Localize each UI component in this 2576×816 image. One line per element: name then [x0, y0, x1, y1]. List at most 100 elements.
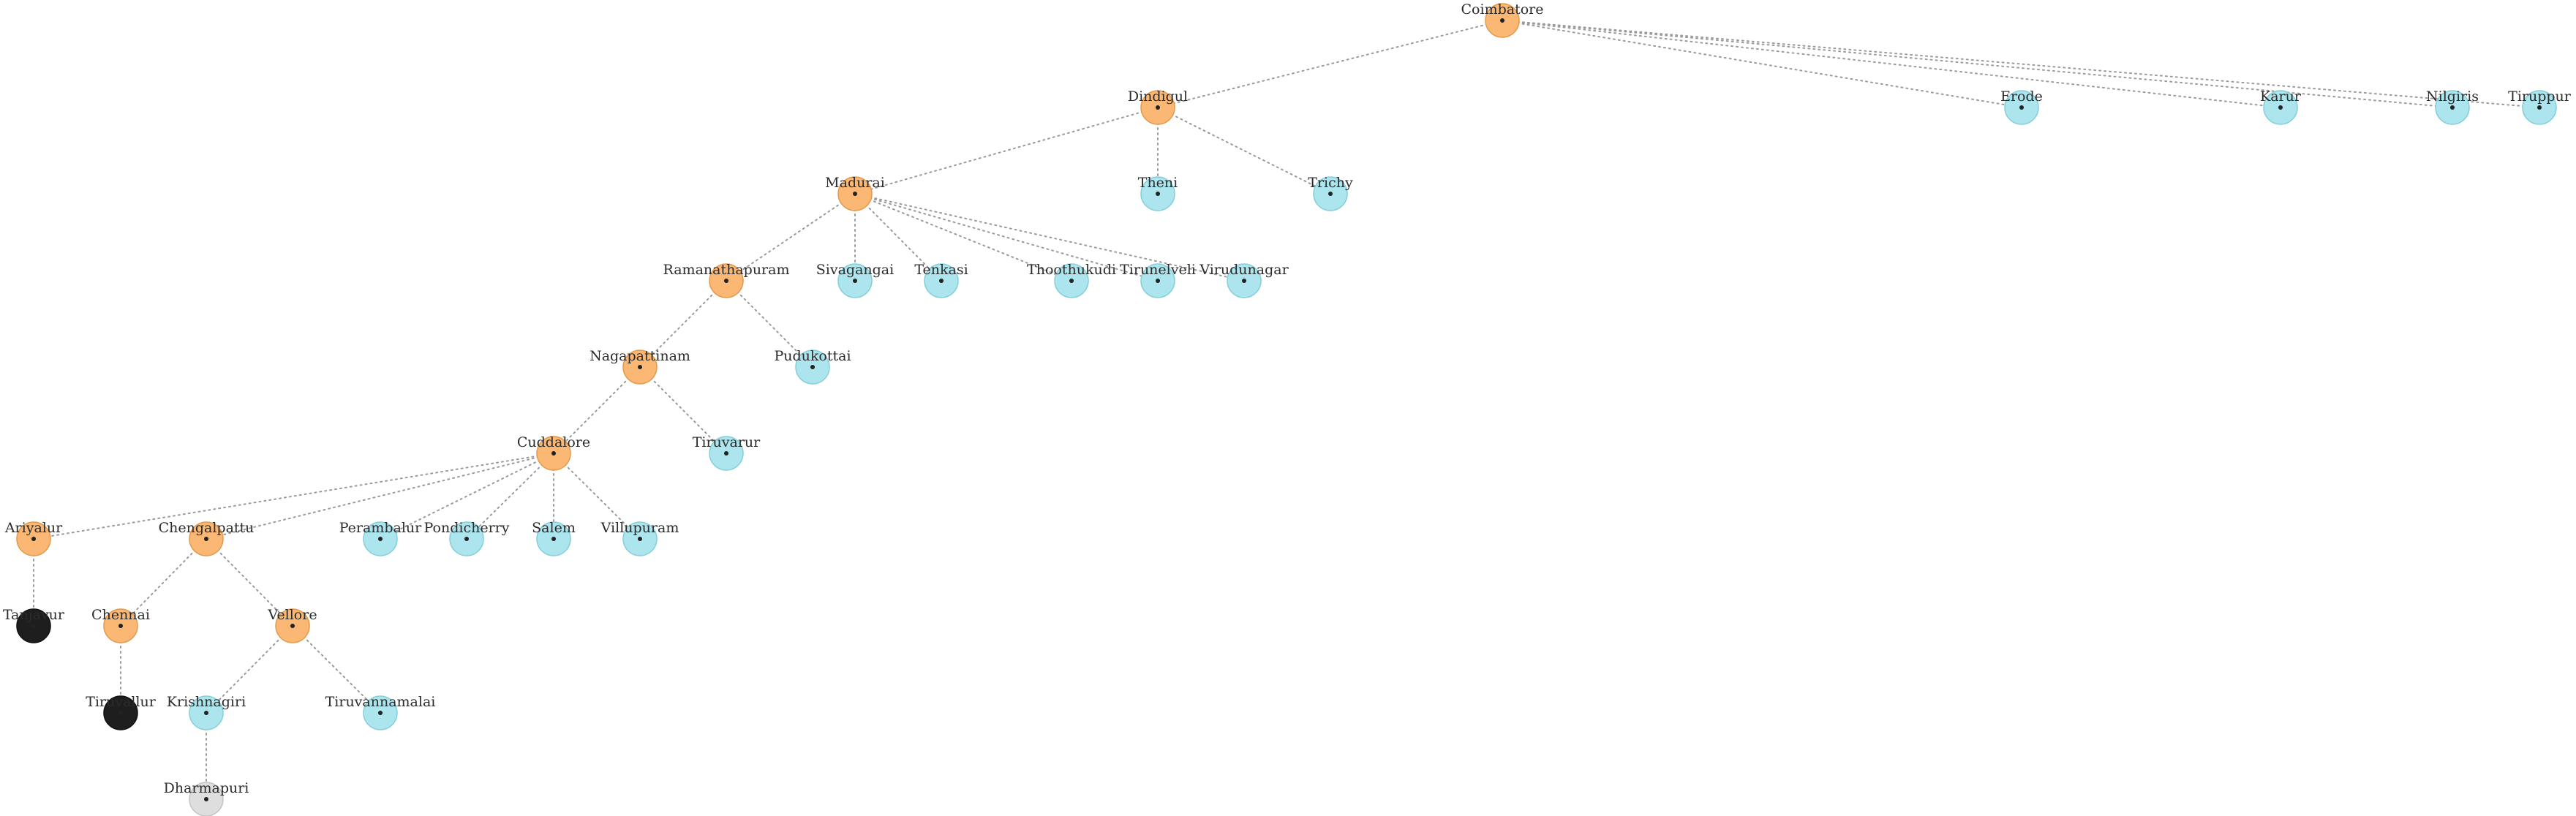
- edge-vellore-krishnagiri: [206, 625, 293, 714]
- node-virudunagar: Virudunagar: [1199, 262, 1289, 298]
- node-label-virudunagar: Virudunagar: [1199, 262, 1289, 278]
- node-tenkasi: Tenkasi: [914, 262, 968, 298]
- node-label-theni: Theni: [1138, 175, 1178, 191]
- node-center-dot-pudukottai: [810, 365, 815, 369]
- node-chengalpattu: Chengalpattu: [159, 520, 255, 556]
- node-thoothukudi: Thoothukudi: [1027, 262, 1116, 298]
- node-label-tenkasi: Tenkasi: [914, 262, 968, 278]
- node-pudukottai: Pudukottai: [774, 348, 851, 385]
- node-center-dot-sivagangai: [853, 279, 857, 283]
- node-label-coimbatore: Coimbatore: [1461, 1, 1544, 18]
- node-label-nilgiris: Nilgiris: [2426, 88, 2479, 105]
- node-label-chennai: Chennai: [91, 607, 150, 623]
- edge-madurai-virudunagar: [854, 193, 1245, 282]
- node-label-dindigul: Dindigul: [1128, 88, 1188, 105]
- node-vellore: Vellore: [267, 607, 317, 643]
- edge-coimbatore-tiruppur: [1502, 20, 2540, 108]
- node-center-dot-cuddalore: [551, 451, 556, 456]
- node-label-vellore: Vellore: [267, 607, 317, 623]
- node-pondicherry: Pondicherry: [424, 520, 510, 556]
- node-salem: Salem: [532, 520, 576, 556]
- node-center-dot-virudunagar: [1242, 279, 1246, 283]
- edges-layer: [33, 20, 2540, 800]
- node-center-dot-pondicherry: [464, 537, 469, 541]
- node-center-dot-perambalur: [378, 537, 383, 541]
- node-center-dot-ariyalur: [31, 537, 36, 541]
- node-center-dot-karur: [2278, 105, 2283, 110]
- node-center-dot-nilgiris: [2450, 105, 2455, 110]
- edge-vellore-tiruvannamalai: [292, 625, 381, 714]
- edge-nagapattinam-cuddalore: [553, 366, 641, 454]
- node-label-salem: Salem: [532, 520, 576, 536]
- node-label-tiruvarur: Tiruvarur: [693, 434, 761, 450]
- node-tiruvarur: Tiruvarur: [693, 434, 761, 471]
- node-nagapattinam: Nagapattinam: [590, 348, 690, 385]
- node-center-dot-theni: [1156, 192, 1160, 196]
- edge-madurai-ramanathapuram: [726, 193, 856, 282]
- node-label-krishnagiri: Krishnagiri: [167, 694, 246, 710]
- edge-dindigul-madurai: [854, 107, 1159, 194]
- node-dharmapuri: Dharmapuri: [164, 780, 249, 816]
- edge-cuddalore-pondicherry: [466, 453, 554, 540]
- node-center-dot-tirunelveli: [1156, 279, 1160, 283]
- node-center-dot-tiruppur: [2537, 105, 2542, 110]
- edge-coimbatore-dindigul: [1157, 20, 1503, 108]
- node-center-dot-dindigul: [1156, 105, 1160, 110]
- node-label-tiruvallur: Tiruvallur: [86, 694, 157, 710]
- node-label-tirunelveli: Tirunelveli: [1120, 262, 1196, 278]
- node-chennai: Chennai: [91, 607, 150, 643]
- node-label-cuddalore: Cuddalore: [517, 434, 590, 450]
- node-label-sivagangai: Sivagangai: [816, 262, 894, 278]
- node-tirunelveli: Tirunelveli: [1120, 262, 1196, 298]
- edge-ramanathapuram-nagapattinam: [639, 280, 727, 368]
- node-center-dot-villupuram: [638, 537, 642, 541]
- node-dindigul: Dindigul: [1128, 88, 1188, 125]
- node-tiruppur: Tiruppur: [2508, 88, 2572, 125]
- node-center-dot-dharmapuri: [204, 797, 208, 801]
- edge-coimbatore-nilgiris: [1502, 20, 2453, 108]
- edge-coimbatore-erode: [1502, 20, 2022, 108]
- node-center-dot-salem: [551, 537, 556, 541]
- node-label-tiruppur: Tiruppur: [2508, 88, 2572, 105]
- node-tiruvannamalai: Tiruvannamalai: [325, 694, 435, 730]
- node-center-dot-tanjavur: [31, 624, 36, 628]
- edge-chengalpattu-chennai: [120, 538, 207, 627]
- node-center-dot-nagapattinam: [638, 365, 642, 369]
- node-tanjavur: Tanjavur: [3, 607, 65, 643]
- edge-nagapattinam-tiruvarur: [639, 366, 727, 454]
- node-ramanathapuram: Ramanathapuram: [663, 262, 790, 298]
- node-label-perambalur: Perambalur: [339, 520, 422, 536]
- node-center-dot-chennai: [118, 624, 123, 628]
- node-theni: Theni: [1138, 175, 1178, 211]
- node-label-pudukottai: Pudukottai: [774, 348, 851, 364]
- edge-cuddalore-chengalpattu: [206, 453, 554, 540]
- node-center-dot-thoothukudi: [1069, 279, 1074, 283]
- node-erode: Erode: [2000, 88, 2043, 125]
- node-center-dot-krishnagiri: [204, 711, 208, 715]
- node-sivagangai: Sivagangai: [816, 262, 894, 298]
- edge-chengalpattu-vellore: [206, 538, 293, 627]
- edge-madurai-tenkasi: [854, 193, 942, 282]
- edge-coimbatore-karur: [1502, 20, 2281, 108]
- node-tiruvallur: Tiruvallur: [86, 694, 157, 730]
- edge-ramanathapuram-pudukottai: [726, 280, 813, 368]
- node-karur: Karur: [2260, 88, 2302, 125]
- edge-dindigul-trichy: [1157, 107, 1331, 194]
- node-label-madurai: Madurai: [825, 175, 885, 191]
- node-center-dot-erode: [2019, 105, 2024, 110]
- node-ariyalur: Ariyalur: [4, 520, 63, 556]
- node-center-dot-chengalpattu: [204, 537, 208, 541]
- node-center-dot-tenkasi: [939, 279, 944, 283]
- node-villupuram: Villupuram: [600, 520, 679, 556]
- node-trichy: Trichy: [1308, 175, 1353, 211]
- node-center-dot-tiruvannamalai: [378, 711, 383, 715]
- node-label-thoothukudi: Thoothukudi: [1027, 262, 1116, 278]
- node-label-karur: Karur: [2260, 88, 2302, 105]
- node-center-dot-tiruvarur: [724, 451, 728, 456]
- edge-cuddalore-perambalur: [380, 453, 554, 540]
- node-label-chengalpattu: Chengalpattu: [159, 520, 255, 536]
- edge-madurai-tirunelveli: [854, 193, 1159, 282]
